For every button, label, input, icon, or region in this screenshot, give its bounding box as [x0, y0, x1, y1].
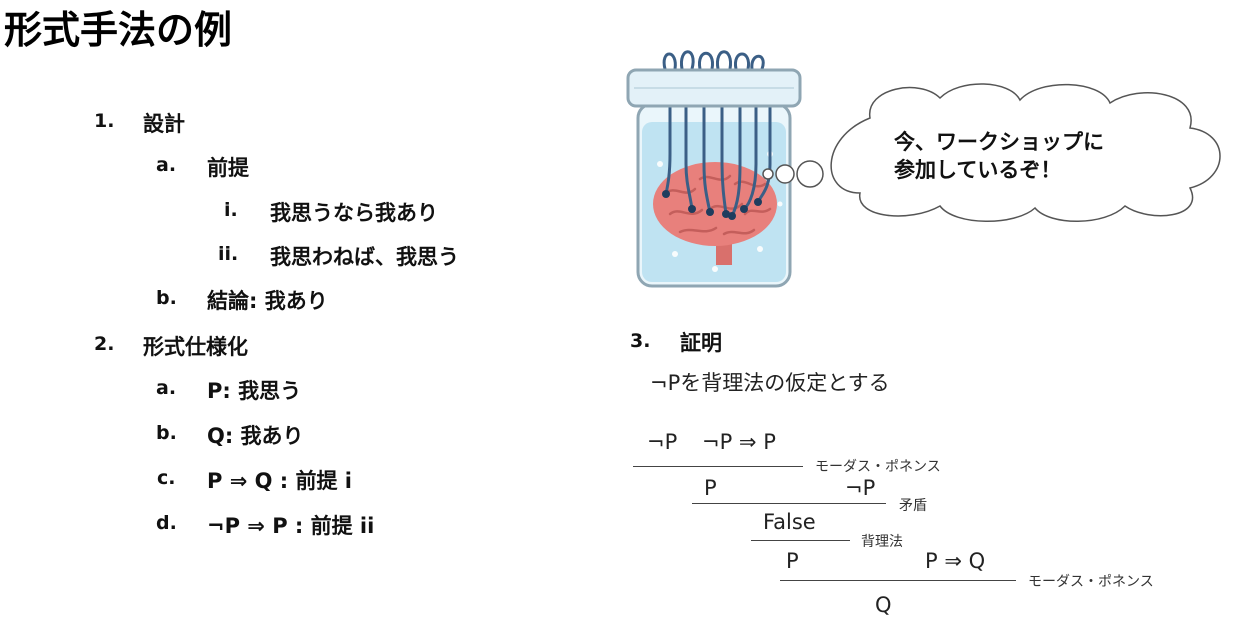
inference-line	[780, 580, 1016, 581]
list-number: b.	[156, 422, 177, 444]
thought-bubble	[762, 83, 1221, 222]
thought-line-2: 参加しているぞ！	[894, 158, 1062, 182]
rule-label: モーダス・ポネンス	[815, 459, 941, 475]
inference-line	[633, 466, 803, 467]
list-item-premise-ii: 我思わねば、我思う	[270, 245, 459, 269]
list-item-proof: 証明	[680, 331, 722, 355]
list-item-q: Q: 我あり	[207, 424, 304, 448]
list-number: ii.	[218, 243, 239, 265]
inference-line	[751, 540, 850, 541]
list-item-design: 設計	[143, 112, 185, 136]
thought-bubble-text: 今、ワークショップに 参加しているぞ！	[894, 128, 1104, 184]
proof-step1-left: ¬P	[647, 430, 678, 454]
list-number: c.	[157, 467, 176, 489]
proof-step3: False	[763, 510, 816, 534]
list-number: 2.	[94, 333, 115, 355]
proof-conclusion: Q	[875, 593, 892, 617]
list-item-premise: 前提	[207, 156, 249, 180]
list-number: 3.	[630, 330, 651, 352]
proof-step4-left: P	[786, 549, 799, 573]
list-number: d.	[156, 512, 177, 534]
list-number: i.	[224, 199, 238, 221]
thought-line-1: 今、ワークショップに	[894, 130, 1104, 154]
rule-label: モーダス・ポネンス	[1028, 574, 1154, 590]
rule-label: 背理法	[861, 534, 903, 550]
list-item-formal-spec: 形式仕様化	[143, 335, 248, 359]
proof-intro: ¬Pを背理法の仮定とする	[650, 371, 890, 395]
list-number: a.	[156, 154, 177, 176]
list-item-conclusion: 結論: 我あり	[207, 289, 328, 313]
list-number: b.	[156, 287, 177, 309]
brain-in-jar-icon	[626, 50, 802, 288]
rule-label: 矛盾	[899, 498, 927, 514]
proof-step2-right: ¬P	[845, 476, 876, 500]
list-item-premise-i: 我思うなら我あり	[270, 201, 438, 225]
list-item-notp-implies-p: ¬P ⇒ P : 前提 ii	[207, 514, 375, 538]
inference-line	[692, 503, 886, 504]
list-number: 1.	[94, 110, 115, 132]
proof-step2-left: P	[704, 476, 717, 500]
list-number: a.	[156, 377, 177, 399]
list-item-p: P: 我思う	[207, 379, 302, 403]
list-item-p-implies-q: P ⇒ Q : 前提 i	[207, 469, 352, 493]
page-title: 形式手法の例	[4, 8, 233, 52]
proof-step1-right: ¬P ⇒ P	[702, 430, 776, 454]
proof-step4-right: P ⇒ Q	[925, 549, 986, 573]
